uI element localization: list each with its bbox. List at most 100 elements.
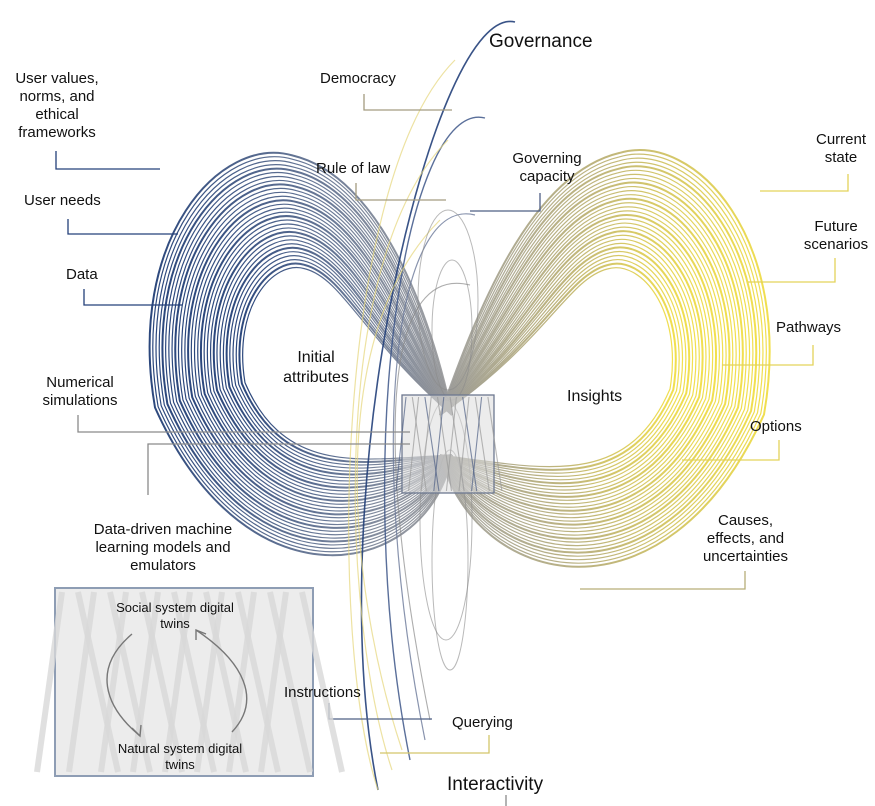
right-orbit [439, 165, 758, 554]
label-user-values: User values, norms, and ethical framewor… [15, 70, 99, 141]
left-orbit [187, 199, 453, 516]
right-orbit [439, 181, 744, 540]
inset-band [235, 591, 281, 773]
left-orbit [242, 266, 453, 460]
right-orbit [439, 190, 737, 533]
inner-orbit [431, 259, 473, 401]
connector-querying [380, 735, 490, 754]
label-social-twins: Social system digital twins [116, 600, 234, 631]
label-causes: Causes, effects, and uncertainties [702, 512, 789, 565]
left-orbit [168, 176, 453, 536]
right-orbit [439, 157, 764, 561]
core-line [436, 396, 453, 492]
core-line [433, 396, 445, 492]
right-orbit [439, 230, 704, 498]
inset-band [267, 591, 313, 773]
right-orbit [439, 222, 710, 505]
right-orbit [439, 161, 761, 557]
connector-ml [147, 443, 410, 495]
label-governance: Governance [489, 31, 593, 52]
left-orbit [148, 151, 453, 557]
right-orbit [439, 197, 731, 526]
label-natural-twins: Natural system digital twins [117, 741, 243, 772]
right-orbit [439, 226, 707, 501]
inset-band [226, 591, 257, 773]
label-user-needs: User needs [24, 192, 101, 209]
right-orbit [439, 206, 724, 519]
left-orbit [222, 243, 453, 479]
left-orbit [203, 219, 453, 499]
left-orbit [206, 223, 453, 495]
right-orbit [439, 255, 684, 477]
label-democracy: Democracy [320, 70, 396, 87]
tall-orbit-pale [356, 219, 441, 751]
right-orbit [439, 178, 747, 543]
inset-band [34, 591, 65, 773]
left-orbit [161, 167, 453, 543]
left-orbit [171, 180, 453, 532]
connector-options [682, 440, 780, 461]
inset-band [194, 591, 225, 773]
core-line [408, 396, 420, 492]
connector-democracy [363, 94, 452, 111]
core-crossing-lines [395, 396, 503, 492]
connector-current-state [760, 174, 849, 192]
label-querying: Querying [452, 714, 513, 731]
right-orbit [439, 210, 720, 515]
inset-band [66, 591, 97, 773]
inset-band [258, 591, 289, 773]
connector-numerical [77, 415, 410, 433]
core-line [449, 396, 465, 492]
left-orbit [199, 215, 453, 502]
right-orbit [439, 267, 674, 468]
digital-twins-inset [34, 587, 345, 777]
right-orbit [439, 194, 734, 529]
tall-orbit-pale [348, 59, 456, 791]
left-orbit [235, 259, 453, 466]
tall-orbit [394, 282, 471, 721]
arrow-social-to-natural [106, 633, 141, 737]
left-orbit [174, 183, 453, 529]
inset-band [162, 591, 193, 773]
label-current-state: Current state [815, 131, 867, 166]
left-orbit [193, 207, 453, 509]
left-orbit [181, 191, 453, 522]
left-orbit [209, 227, 453, 492]
connector-causes [580, 571, 746, 590]
label-ml-models: Data-driven machine learning models and … [93, 521, 233, 574]
right-orbit [439, 214, 717, 512]
left-orbit [197, 211, 453, 505]
connector-data [83, 289, 182, 306]
right-orbit [439, 153, 767, 564]
left-orbit [190, 203, 453, 512]
label-future-scenarios: Future scenarios [803, 218, 869, 253]
right-orbit [439, 149, 771, 568]
connector-future-scenarios [748, 258, 836, 283]
arrowhead-up-icon [195, 628, 207, 640]
core-line [471, 396, 483, 492]
connector-pathways [722, 345, 814, 366]
right-orbit [439, 234, 700, 494]
core-line [445, 396, 457, 492]
right-orbit [439, 246, 691, 485]
core-line [458, 396, 470, 492]
right-orbit [439, 238, 697, 491]
label-rule-of-law: Rule of law [316, 160, 391, 177]
inset-band [139, 591, 185, 773]
right-orbit [439, 250, 687, 481]
label-data: Data [66, 266, 98, 283]
core-line [474, 396, 490, 492]
right-orbit [439, 169, 754, 550]
label-options: Options [750, 418, 802, 435]
right-orbit [439, 262, 677, 471]
connector-user-values [55, 151, 160, 170]
inset-band [107, 591, 153, 773]
connector-instructions [328, 703, 432, 720]
connector-governing-capacity [470, 193, 541, 212]
right-orbit [439, 174, 750, 547]
left-orbit [158, 164, 453, 546]
tall-orbit [392, 213, 476, 741]
left-orbit [238, 262, 453, 463]
right-orbit [439, 218, 714, 508]
right-orbit [439, 242, 694, 488]
